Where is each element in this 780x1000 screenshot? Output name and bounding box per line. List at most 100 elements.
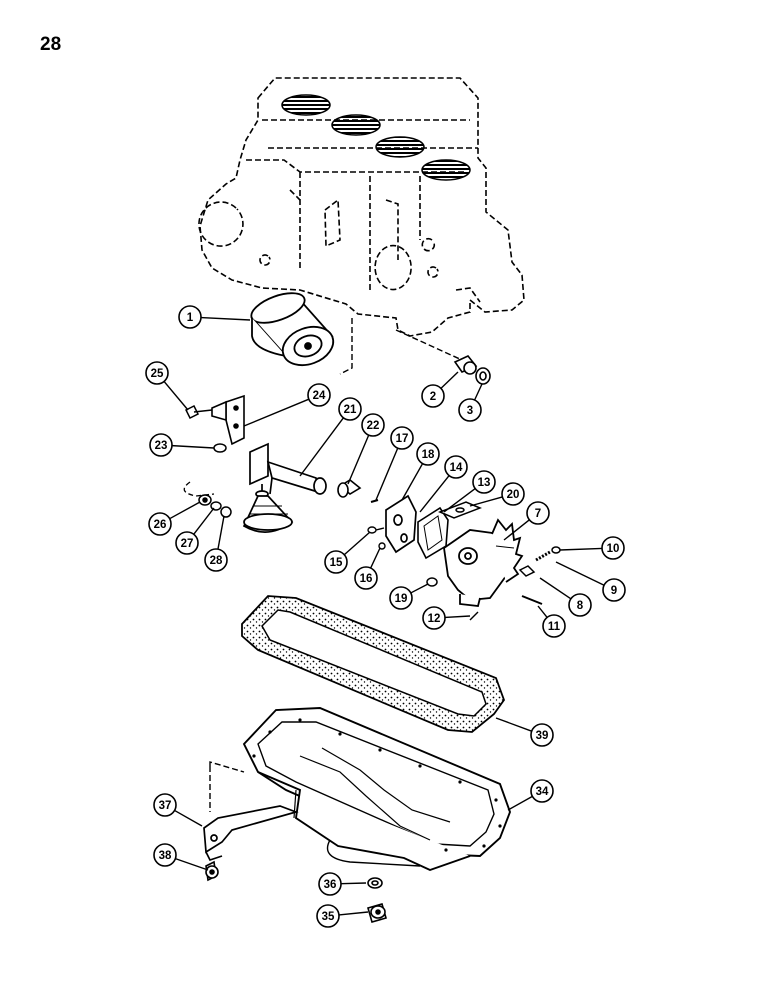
callout-label-1: 1 — [187, 312, 194, 324]
oil-pan-bolt-holes — [252, 718, 502, 852]
callout-leader-1 — [200, 316, 251, 321]
callout-leader-24 — [243, 398, 310, 427]
oil-pickup-tube — [242, 442, 327, 533]
tube-fastener-leader — [183, 481, 215, 497]
oil-pump-body — [443, 518, 524, 607]
callout-circle-21 — [338, 397, 362, 421]
callout-label-8: 8 — [577, 600, 584, 612]
callout-circle-28 — [204, 548, 228, 572]
callout-34: 34 — [507, 779, 554, 811]
callout-leader-34 — [507, 795, 533, 811]
callout-19: 19 — [389, 583, 429, 610]
callout-38: 38 — [153, 843, 209, 871]
callout-label-27: 27 — [181, 538, 194, 550]
callout-label-35: 35 — [322, 911, 335, 923]
callout-label-12: 12 — [428, 613, 441, 625]
callout-14: 14 — [419, 455, 468, 513]
callout-leader-15 — [343, 531, 371, 556]
callout-leader-27 — [193, 507, 215, 535]
callout-circle-10 — [601, 536, 625, 560]
callout-label-36: 36 — [324, 879, 337, 891]
callout-circle-39 — [530, 723, 554, 747]
drain-plug — [367, 903, 387, 923]
callout-10: 10 — [559, 536, 625, 560]
callout-leader-7 — [503, 519, 530, 541]
callout-leader-22 — [347, 434, 370, 485]
callout-label-7: 7 — [535, 508, 541, 520]
callout-3: 3 — [458, 383, 483, 422]
callout-leader-35 — [338, 911, 369, 916]
callout-24: 24 — [243, 383, 331, 427]
callout-circle-27 — [175, 531, 199, 555]
callout-circle-14 — [444, 455, 468, 479]
callout-9: 9 — [555, 561, 626, 602]
callout-18: 18 — [401, 442, 440, 501]
callout-22: 22 — [347, 413, 385, 485]
cylinder-bores — [281, 94, 471, 181]
callout-leader-25 — [163, 380, 189, 411]
callout-circle-23 — [149, 433, 173, 457]
callout-circle-15 — [324, 550, 348, 574]
callout-circle-34 — [530, 779, 554, 803]
callout-leader-39 — [495, 717, 532, 732]
callout-leader-23 — [171, 444, 215, 449]
callout-26: 26 — [148, 501, 201, 536]
callout-label-21: 21 — [344, 404, 357, 416]
callout-circle-26 — [148, 512, 172, 536]
callout-circle-2 — [421, 384, 445, 408]
callout-leader-14 — [419, 475, 450, 513]
callout-label-11: 11 — [548, 621, 561, 633]
callout-circle-24 — [307, 383, 331, 407]
callout-label-22: 22 — [367, 420, 380, 432]
callout-circle-11 — [542, 614, 566, 638]
callout-leader-20 — [469, 496, 503, 507]
callout-leader-8 — [539, 577, 572, 600]
callout-label-10: 10 — [607, 543, 620, 555]
callout-label-3: 3 — [467, 405, 473, 417]
callout-21: 21 — [299, 397, 362, 477]
tube-fitting — [337, 479, 362, 498]
callout-circle-12 — [422, 606, 446, 630]
callout-leader-36 — [340, 882, 367, 885]
strap-bolt — [205, 860, 219, 882]
callout-leader-10 — [559, 547, 603, 551]
callout-circle-7 — [526, 501, 550, 525]
callout-label-18: 18 — [422, 449, 435, 461]
callout-label-20: 20 — [507, 489, 520, 501]
callout-circle-35 — [316, 904, 340, 928]
callout-label-39: 39 — [536, 730, 549, 742]
pump-cover-plate — [385, 494, 417, 554]
pump-pin — [469, 611, 479, 621]
callout-leader-2 — [440, 371, 459, 389]
callout-leader-38 — [175, 857, 209, 871]
oil-pan-gasket — [241, 595, 506, 733]
callout-20: 20 — [469, 482, 525, 507]
page-number: 28 — [40, 34, 62, 55]
callout-label-28: 28 — [210, 555, 223, 567]
callout-28: 28 — [204, 515, 228, 572]
callout-16: 16 — [354, 547, 381, 590]
pump-shaft — [521, 595, 543, 605]
adapter-leader-dashed — [395, 329, 463, 361]
callout-leader-13 — [443, 488, 476, 513]
callout-circle-8 — [568, 593, 592, 617]
callout-leader-21 — [299, 417, 344, 477]
callout-leader-18 — [401, 463, 424, 501]
callout-8: 8 — [539, 577, 592, 617]
callout-leader-19 — [410, 583, 429, 594]
callout-13: 13 — [443, 470, 496, 513]
callout-circle-37 — [153, 793, 177, 817]
callout-label-25: 25 — [151, 368, 164, 380]
snap-ring — [426, 577, 438, 587]
oil-pan — [242, 707, 512, 872]
callout-11: 11 — [537, 605, 566, 638]
callout-label-34: 34 — [536, 786, 549, 798]
pump-screws — [367, 526, 386, 550]
callout-leader-28 — [217, 515, 225, 550]
relief-valve-parts — [518, 546, 561, 577]
callout-label-23: 23 — [155, 440, 168, 452]
callout-1: 1 — [178, 305, 251, 329]
callout-label-9: 9 — [611, 585, 617, 597]
callout-circle-36 — [318, 872, 342, 896]
